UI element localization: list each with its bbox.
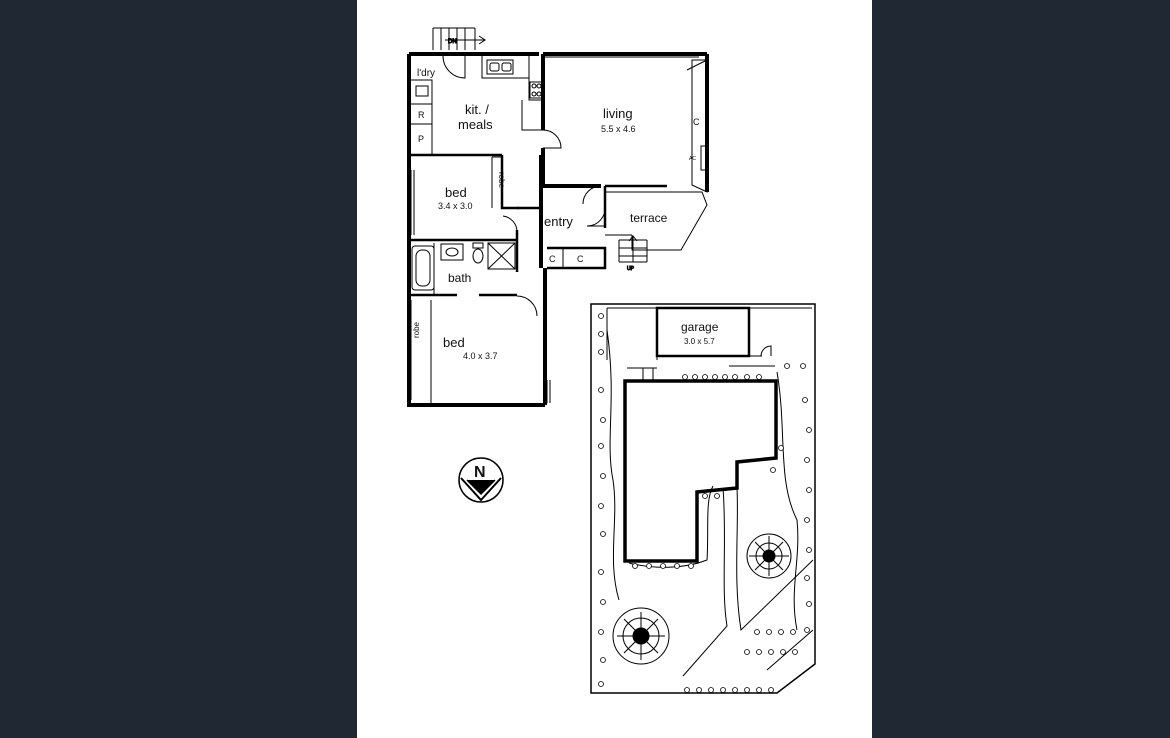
stairs-down	[432, 27, 486, 50]
garden-paths	[606, 329, 814, 677]
floorplan-drawing: DN	[407, 27, 816, 694]
outer-walls	[407, 52, 709, 407]
p-cupboard-label: P	[418, 134, 424, 144]
stairs-up-label: UP	[627, 266, 635, 272]
tree-icon	[612, 607, 670, 665]
bath-label: bath	[448, 271, 471, 285]
bed1-dimensions: 3.4 x 3.0	[438, 201, 473, 211]
garage-dimensions: 3.0 x 5.7	[684, 337, 715, 346]
compass-icon	[458, 457, 504, 503]
bath-fixtures	[411, 242, 516, 295]
kitchen-bench	[481, 56, 543, 131]
site-boundary	[590, 303, 816, 694]
living-unit	[700, 145, 707, 171]
doors	[442, 55, 606, 317]
laundry-cupboards	[411, 79, 433, 155]
bed2-dimensions: 4.0 x 3.7	[463, 351, 498, 361]
robe2-label: robe	[412, 321, 421, 338]
living-label: living	[603, 106, 633, 121]
laundry-label: l'dry	[417, 68, 435, 79]
robe1-label: robe	[497, 172, 506, 189]
toilet-icon	[472, 248, 484, 264]
house-footprint	[623, 379, 778, 563]
inner-walls	[409, 153, 667, 297]
bathtub-icon	[411, 245, 435, 291]
bed1-label: bed	[445, 185, 467, 200]
r-cupboard-label: R	[418, 110, 425, 120]
tree-icon	[746, 533, 792, 579]
north-label: N	[474, 464, 486, 481]
meals-label: meals	[458, 117, 493, 132]
entry-label: entry	[544, 214, 573, 229]
stove-icon	[529, 81, 543, 99]
stairs-down-label: DN	[448, 39, 457, 45]
living-dimensions: 5.5 x 4.6	[601, 124, 636, 134]
sink-icon	[489, 62, 500, 72]
stairs-up	[618, 235, 648, 263]
kitchen-label: kit. /	[465, 102, 489, 117]
terrace-label: terrace	[630, 211, 668, 225]
robe1-outline	[491, 156, 502, 208]
windows	[410, 56, 708, 403]
entry-cupboard2-label: C	[577, 254, 584, 264]
site-plan	[590, 303, 816, 694]
ac-label: AC	[689, 156, 696, 162]
floorplan-sheet: DN	[357, 0, 872, 738]
house-plan: DN	[407, 27, 709, 407]
entry-cupboard1-label: C	[549, 254, 556, 264]
garage-label: garage	[681, 320, 719, 334]
living-cupboard-label: C	[693, 117, 700, 127]
bed2-label: bed	[443, 335, 465, 350]
shrub-icon	[598, 313, 812, 693]
